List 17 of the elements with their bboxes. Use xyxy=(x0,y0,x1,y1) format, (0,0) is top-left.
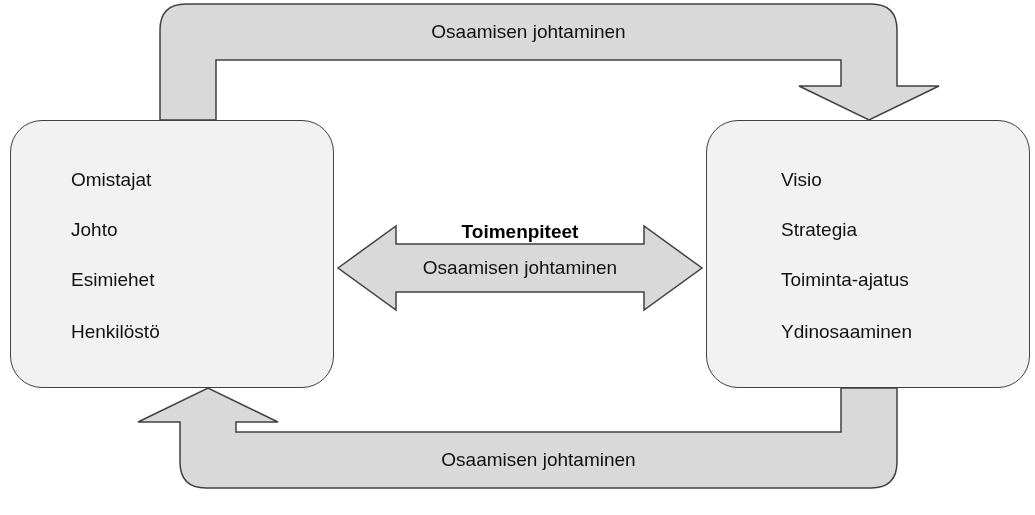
edge-label: Osaamisen johtaminen xyxy=(441,449,636,471)
block-arrow xyxy=(137,387,898,489)
node-text: Johto xyxy=(71,219,118,241)
heading-label: Toimenpiteet xyxy=(461,221,579,243)
node-text: Visio xyxy=(781,169,822,191)
node-text: Omistajat xyxy=(71,169,152,191)
rounded-box xyxy=(10,120,334,388)
node-text: Henkilöstö xyxy=(71,321,160,343)
rounded-box xyxy=(706,120,1030,388)
node-text: Toiminta-ajatus xyxy=(781,269,909,291)
edge-label: Osaamisen johtaminen xyxy=(431,21,626,43)
node-text: Ydinosaaminen xyxy=(781,321,912,343)
block-arrow xyxy=(336,224,704,312)
block-arrow xyxy=(159,3,940,121)
edge-label: Osaamisen johtaminen xyxy=(422,257,618,279)
node-text: Strategia xyxy=(781,219,858,241)
node-text: Esimiehet xyxy=(71,269,155,291)
